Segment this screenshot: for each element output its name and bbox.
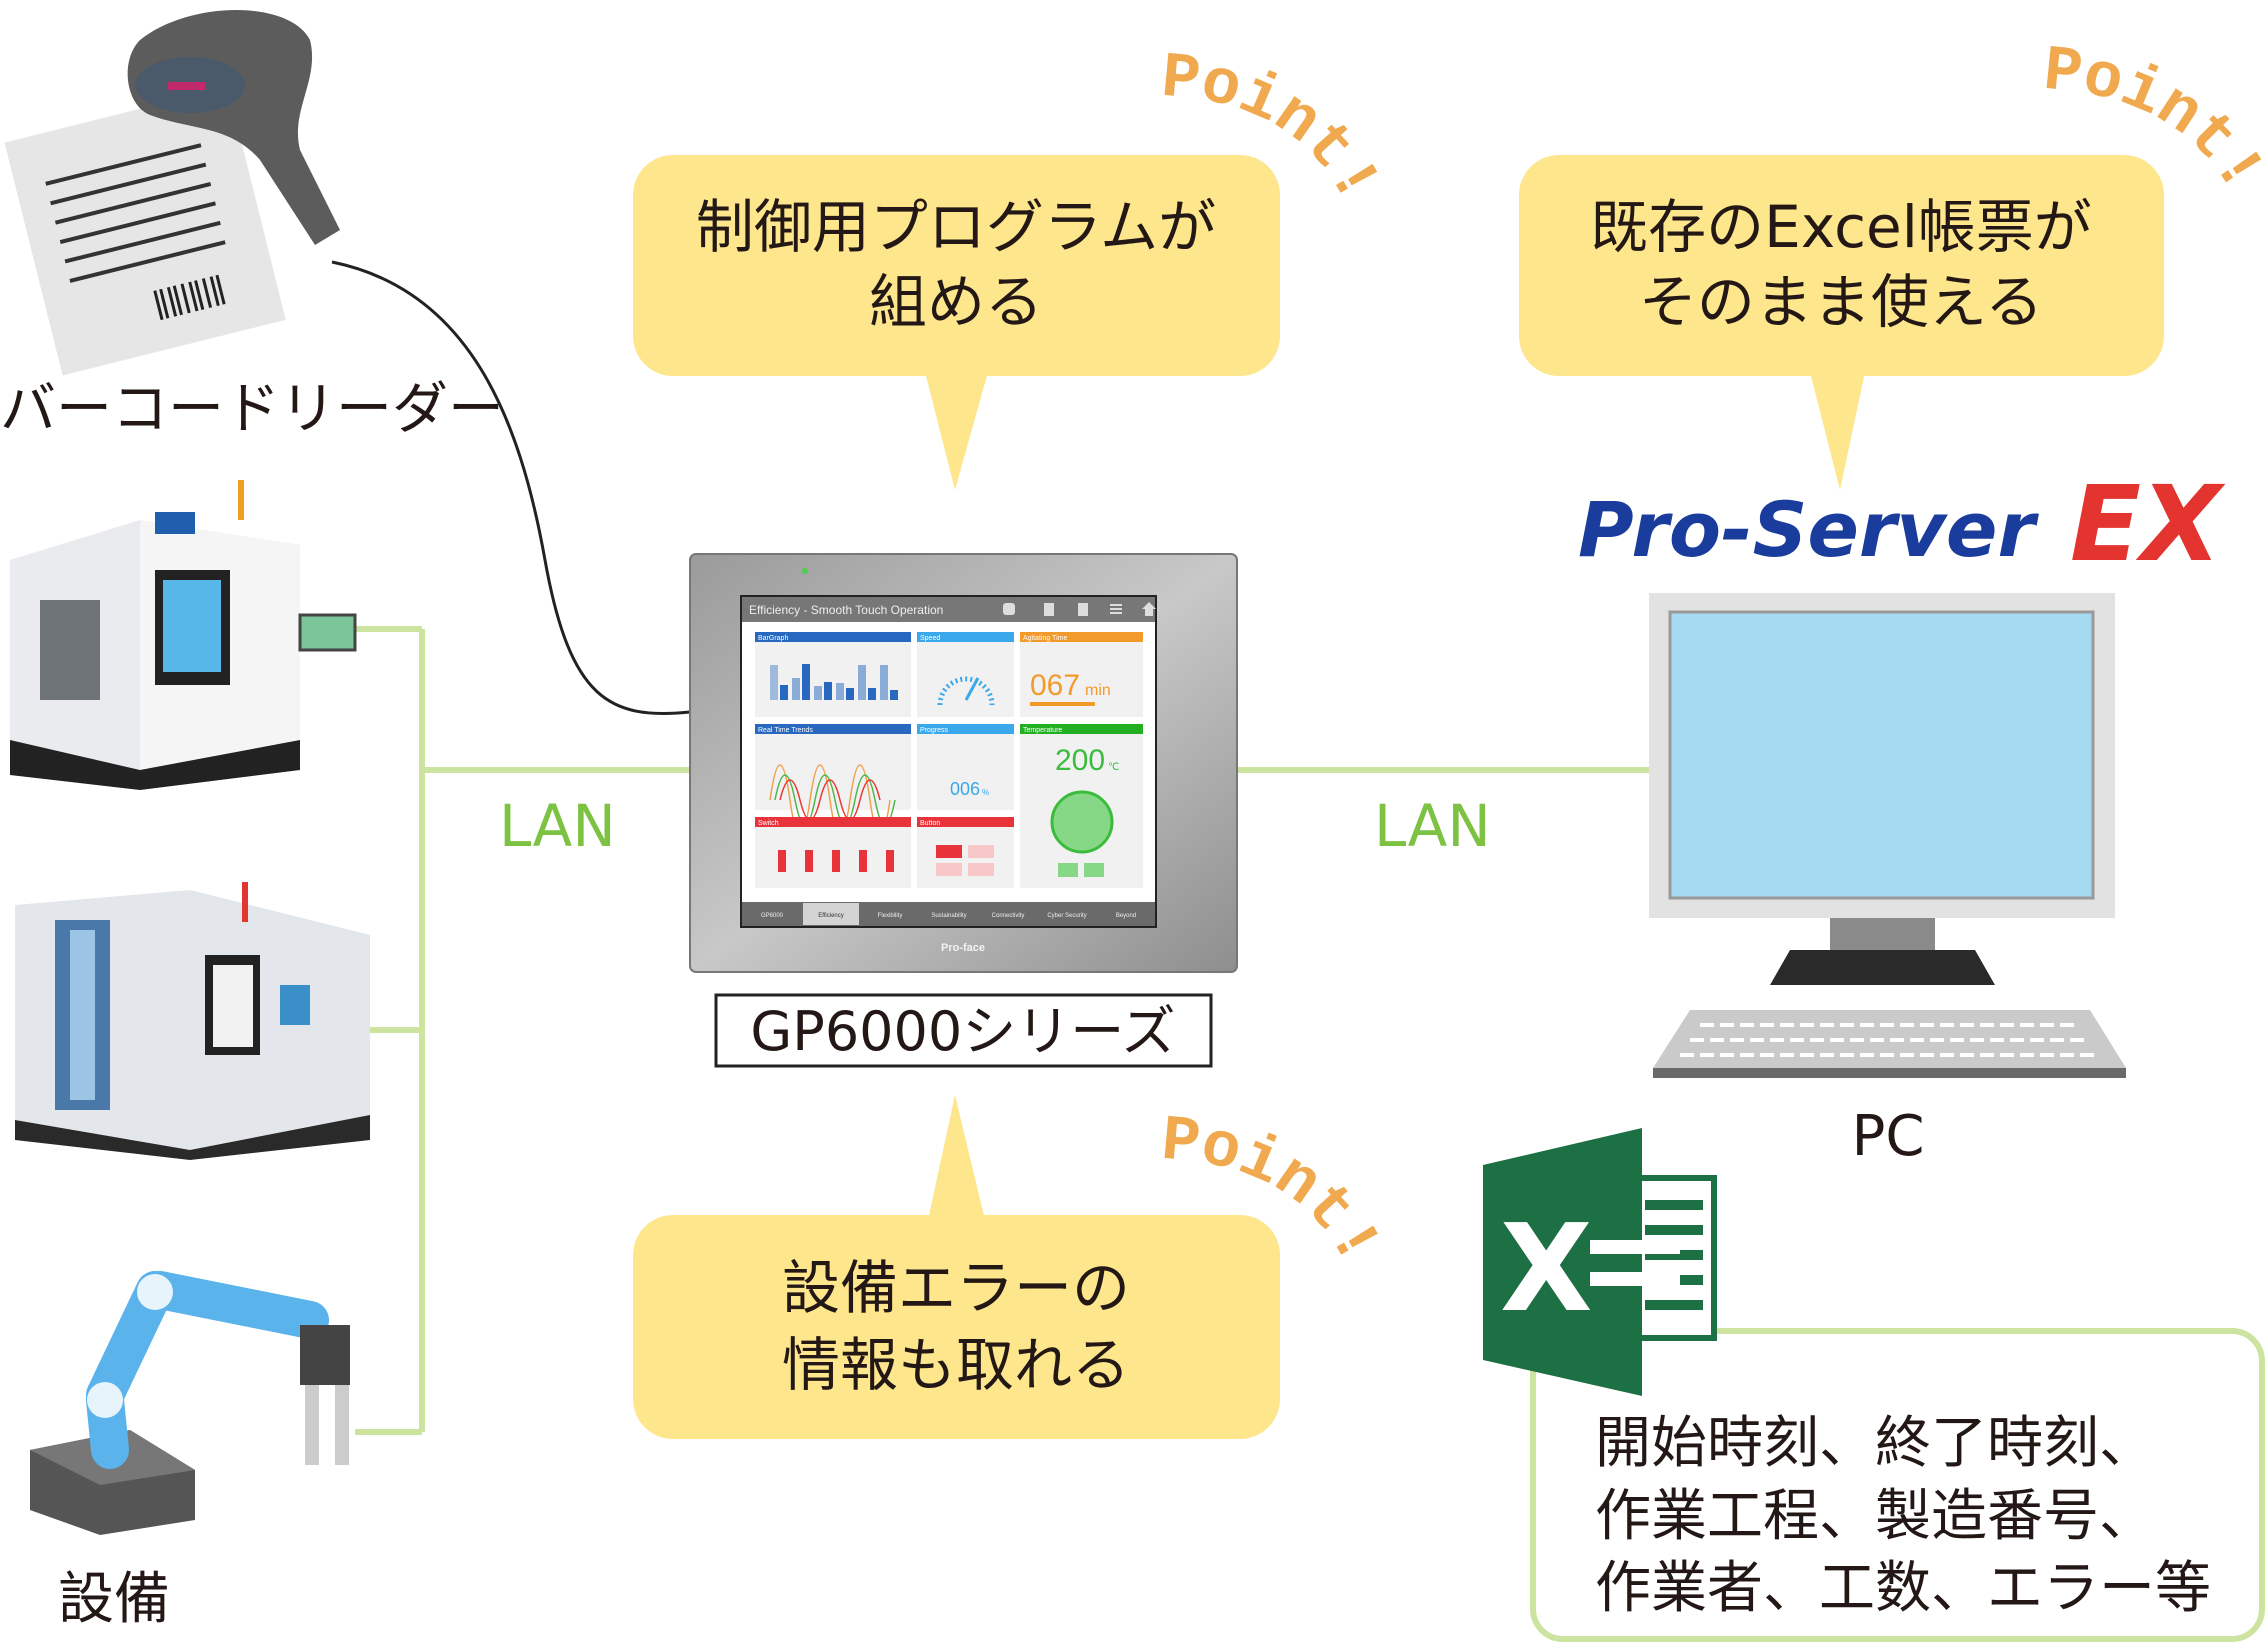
machine-tool-1-icon	[10, 480, 357, 790]
svg-text:Temperature: Temperature	[1023, 727, 1062, 734]
hmi-home-icon	[1142, 602, 1156, 616]
svg-text:X: X	[1500, 1200, 1593, 1339]
hmi-tab: Beyond	[1116, 913, 1136, 919]
lan-label-left: LAN	[499, 792, 616, 860]
robot-arm-icon	[30, 1271, 350, 1535]
hmi-tab: Flexibility	[878, 913, 903, 919]
pc-monitor-icon	[1649, 593, 2115, 985]
pro-server-ex-logo: Pro-Server EX	[1578, 463, 2226, 585]
hmi-panels: BarGraph Speed Agitating Time 067 min Re…	[755, 632, 1143, 888]
hmi-progress-value: 006	[950, 779, 980, 799]
callout-excel-line-2: そのまま使える	[1639, 268, 2043, 336]
excel-icon: X	[1483, 1128, 1717, 1396]
hmi-temperature-value: 200	[1055, 744, 1105, 777]
barcode-cable	[331, 260, 691, 716]
power-led	[802, 568, 808, 574]
hmi-title: Efficiency - Smooth Touch Operation	[749, 603, 943, 617]
callout-program: 制御用プログラムが 組める	[633, 155, 1280, 490]
excel-data-box	[1530, 1328, 2265, 1642]
machine-tool-2-icon	[15, 882, 370, 1160]
gp6000-hmi: Efficiency - Smooth Touch Operation BarG…	[689, 553, 1238, 973]
svg-text:Agitating Time: Agitating Time	[1023, 635, 1067, 642]
svg-text:Real Time Trends: Real Time Trends	[758, 727, 813, 734]
pc-label: PC	[1852, 1104, 1925, 1169]
excel-data-line-3: 作業者、工数、エラー等	[1595, 1556, 2211, 1621]
hmi-tab: Connectivity	[992, 913, 1025, 919]
svg-text:Pro-Server: Pro-Server	[1578, 485, 2039, 574]
hmi-agitating-value: 067	[1030, 669, 1080, 702]
svg-text:BarGraph: BarGraph	[758, 635, 788, 642]
callout-program-line-2: 組める	[869, 268, 1043, 336]
equipment-label: 設備	[58, 1567, 170, 1632]
hmi-tab: Cyber Security	[1047, 913, 1086, 919]
svg-text:Switch: Switch	[758, 820, 779, 827]
hmi-network-icon	[1003, 603, 1015, 615]
hmi-tab: GP6000	[761, 913, 784, 919]
callout-error: 設備エラーの 情報も取れる	[633, 1095, 1280, 1439]
hmi-tab-active: Efficiency	[818, 913, 844, 919]
svg-text:Button: Button	[920, 820, 940, 827]
callout-excel: 既存のExcel帳票が そのまま使える	[1519, 155, 2164, 490]
svg-text:min: min	[1085, 682, 1111, 699]
keyboard-icon	[1653, 1010, 2126, 1078]
excel-data-line-1: 開始時刻、終了時刻、	[1595, 1411, 2155, 1476]
svg-text:Progress: Progress	[920, 727, 949, 734]
callout-excel-line-1: 既存のExcel帳票が	[1590, 193, 2092, 261]
callout-error-line-2: 情報も取れる	[782, 1331, 1130, 1399]
hmi-document-icon	[1044, 603, 1054, 616]
svg-text:%: %	[982, 788, 989, 797]
hmi-toolbar-icons	[1003, 602, 1156, 616]
hmi-tree-icon	[1078, 603, 1088, 616]
lan-connectors	[355, 626, 1649, 1435]
lan-label-right: LAN	[1374, 792, 1491, 860]
barcode-reader-label: バーコードリーダー	[0, 377, 504, 442]
hmi-tab: Sustainability	[931, 913, 966, 919]
excel-data-line-2: 作業工程、製造番号、	[1595, 1484, 2155, 1549]
gp-series-label-box	[714, 993, 1213, 1068]
barcode-reader-icon	[4, 10, 340, 376]
svg-text:Speed: Speed	[920, 635, 940, 642]
callout-program-line-1: 制御用プログラムが	[696, 193, 1216, 261]
callout-error-line-1: 設備エラーの	[782, 1254, 1130, 1322]
hmi-brand-logo: Pro-face	[941, 942, 985, 954]
svg-text:℃: ℃	[1108, 762, 1119, 773]
svg-text:EX: EX	[2070, 463, 2226, 585]
gp-series-label: GP6000シリーズ	[750, 1000, 1175, 1063]
